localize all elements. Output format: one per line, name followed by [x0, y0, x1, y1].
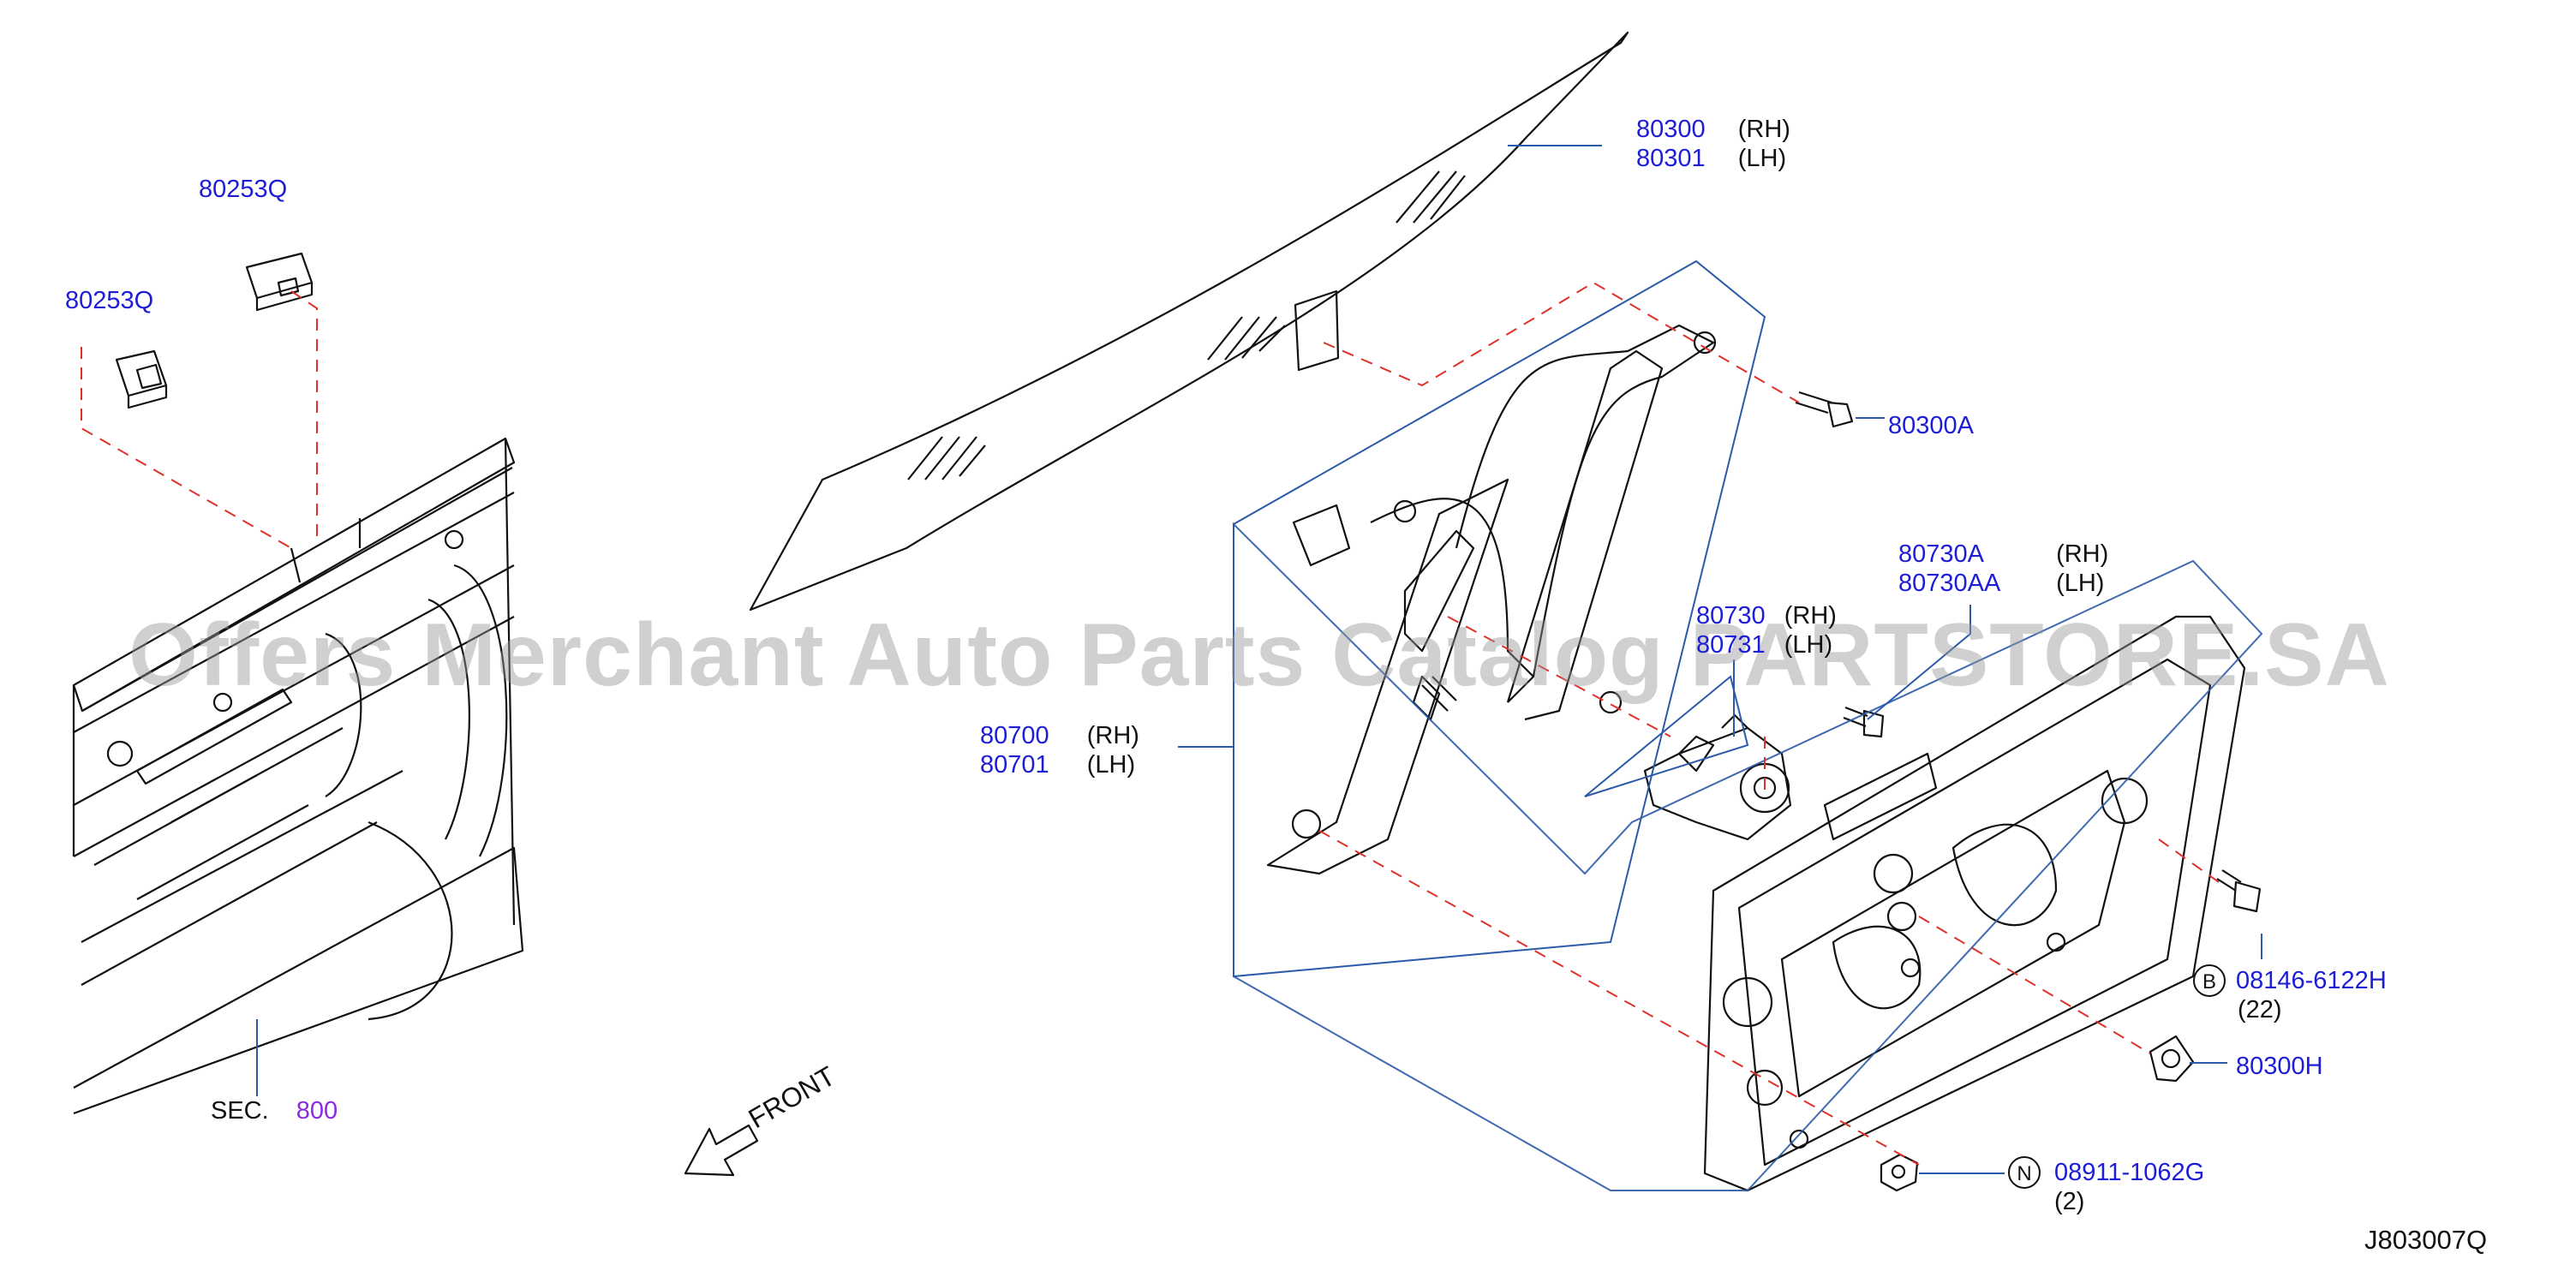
side-motor-bolt-lh: (LH) [2056, 570, 2105, 597]
part-number-bolt-glass[interactable]: 80300A [1888, 412, 1974, 439]
badge-b: B [2193, 964, 2226, 997]
part-number-grommet[interactable]: 80300H [2236, 1053, 2323, 1080]
side-glass-lh: (LH) [1737, 145, 1787, 172]
part-number-bolt-b[interactable]: 08146-6122H [2236, 967, 2387, 994]
side-regulator-lh: (LH) [1086, 751, 1136, 779]
callout-motor-bolt: 80730A (RH) 80730AA (LH) [1898, 540, 2108, 598]
part-number-motor-bolt-rh[interactable]: 80730A [1898, 540, 1984, 568]
grommet-80300h [2149, 1035, 2195, 1083]
leader-lines [256, 145, 2263, 1191]
quantity-nut-n: (2) [2054, 1188, 2085, 1215]
part-number-regulator-rh[interactable]: 80700 [980, 722, 1049, 749]
part-number-clip-top[interactable]: 80253Q [199, 176, 288, 203]
callout-regulator: 80700 (RH) 80701 (LH) [980, 721, 1139, 779]
part-number-regulator-lh[interactable]: 80701 [980, 751, 1049, 779]
part-number-motor-rh[interactable]: 80730 [1696, 602, 1766, 630]
section-number[interactable]: 800 [296, 1097, 338, 1125]
window-regulator [1266, 324, 1717, 875]
side-motor-bolt-rh: (RH) [2056, 540, 2109, 568]
clip-top [245, 252, 314, 312]
clip-left [115, 349, 168, 409]
window-glass [749, 31, 1629, 612]
part-number-motor-lh[interactable]: 80731 [1696, 631, 1766, 659]
callout-motor: 80730 (RH) 80731 (LH) [1696, 601, 1837, 659]
door-panel [72, 437, 524, 1115]
door-module-carrier [1703, 615, 2246, 1192]
watermark: Offers Merchant Auto Parts Catalog PARTS… [129, 606, 2390, 705]
bolt-80300a [1795, 391, 1854, 428]
part-number-glass-rh[interactable]: 80300 [1636, 116, 1706, 143]
callout-glass: 80300 (RH) 80301 (LH) [1636, 115, 1790, 173]
nut-08911 [1880, 1153, 1919, 1192]
bolt-08146 [2216, 869, 2262, 913]
side-glass-rh: (RH) [1737, 116, 1790, 143]
part-number-nut-n[interactable]: 08911-1062G [2054, 1159, 2205, 1186]
diagram-code: J803007Q [2364, 1225, 2488, 1255]
quantity-bolt-b: (22) [2238, 996, 2282, 1023]
connector-lines [81, 281, 2220, 1166]
part-number-motor-bolt-lh[interactable]: 80730AA [1898, 570, 2001, 597]
side-regulator-rh: (RH) [1086, 722, 1139, 749]
front-arrow [684, 1124, 759, 1177]
section-reference[interactable]: SEC. 800 [211, 1096, 338, 1125]
section-prefix: SEC. [211, 1097, 269, 1125]
side-motor-rh: (RH) [1784, 602, 1837, 630]
part-number-glass-lh[interactable]: 80301 [1636, 145, 1706, 172]
part-number-clip-left[interactable]: 80253Q [65, 287, 154, 314]
side-motor-lh: (LH) [1784, 631, 1833, 659]
badge-n: N [2008, 1156, 2041, 1189]
